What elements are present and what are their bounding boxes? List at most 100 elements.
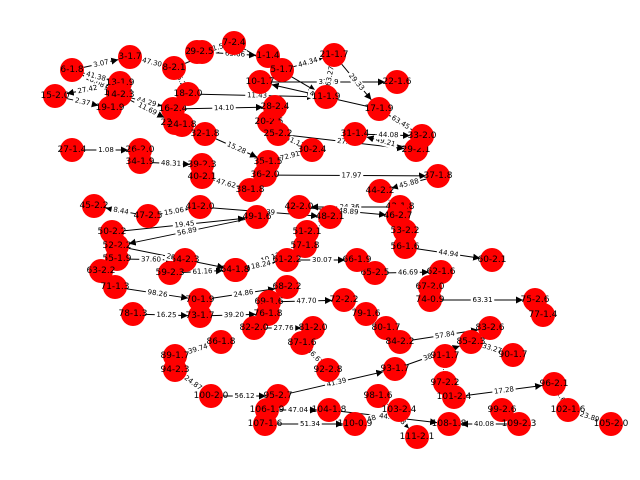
node-circle [366,384,390,408]
node-circle [507,412,531,436]
node-label: 18-2.0 [173,89,202,99]
node-label: 11-1.9 [311,92,340,102]
edge-weight-group: 45.88 [396,176,422,191]
node-circle [393,235,417,259]
node-label: 100-2.0 [194,391,229,401]
node-circle [317,398,341,422]
node-N11: 11-1.9 [311,85,341,109]
node-label: 40-2.1 [187,172,216,182]
node-circle [322,43,346,67]
node-circle [433,344,457,368]
edge-weight-group: 27.42 [75,82,100,97]
node-label: 31-1.4 [340,129,369,139]
node-circle [387,398,411,422]
edge-weight-background [180,372,206,394]
node-circle [128,150,152,174]
node-N98: 98-1.6 [363,384,393,408]
node-N30: 30-2.4 [297,138,327,162]
node-label: 104-1.8 [312,405,347,415]
node-circle [209,330,233,354]
node-label: 62-1.6 [426,267,455,277]
edge-weight-group: 47.70 [294,296,319,306]
edge-weight-background [310,255,334,265]
node-circle [170,113,194,137]
node-label: 94-2.3 [160,365,189,375]
node-circle [405,425,429,449]
edge-weight-group: 30.07 [310,255,334,265]
edge-weight-label: 18.24 [250,259,272,271]
edge-weight-label: 15.06 [163,206,185,217]
node-N48: 48-2.1 [315,205,345,229]
node-label: 22-1.6 [382,77,411,87]
edge-weight-background [436,247,461,260]
node-circle [290,331,314,355]
node-N68: 68-2.2 [272,275,302,299]
node-N73: 73-1.7 [185,304,215,328]
node-label: 51-2.1 [292,227,321,237]
node-label: 53-2.2 [390,226,419,236]
node-N61: 61-2.2 [272,248,302,272]
edge-weight-background [432,328,458,342]
node-label: 98-1.6 [363,391,392,401]
edge-weight-label: 63.45 [390,114,411,131]
edge-weight-group: 44.34 [295,54,321,71]
node-circle [193,122,217,146]
node-label: 34-1.9 [125,157,154,167]
node-N85: 85-2.3 [456,330,486,354]
node-N102: 102-1.6 [551,398,586,422]
node-N79: 79-1.6 [351,302,381,326]
node-label: 13-1.9 [105,78,134,88]
node-label: 44-2.2 [365,186,394,196]
node-N99: 99-2.6 [487,398,517,422]
node-label: 93-1.7 [380,364,409,374]
node-label: 90-1.7 [498,350,527,360]
node-label: 101-2.4 [437,392,472,402]
node-N78: 78-1.3 [118,302,148,326]
node-label: 74-0.9 [415,295,444,305]
node-circle [253,163,277,187]
edge-weight-label: 98.26 [147,288,169,299]
node-label: 75-2.6 [520,295,549,305]
node-circle [190,40,214,64]
edge-weight-background [134,99,161,119]
node-circle [480,248,504,272]
edge-weight-label: 24.36 [339,203,360,211]
node-label: 30-2.4 [297,145,326,155]
edge-weight-label: 42.51 [441,359,449,379]
node-label: 25-2.2 [263,129,292,139]
node-N93: 93-1.7 [380,357,410,381]
node-label: 84-2.2 [385,337,414,347]
node-N92: 92-2.8 [313,358,343,382]
edge-weight-background [248,258,274,272]
node-N34: 34-1.9 [125,150,155,174]
node-circle [60,58,84,82]
node-circle [501,343,525,367]
node-N71: 71-1.3 [100,275,130,299]
node-N60: 60-2.1 [477,248,507,272]
edge-weight-background [470,295,495,305]
edge-weight-background [576,409,603,425]
node-N96: 96-2.1 [539,372,569,396]
edge-weight-background [479,340,505,357]
node-circle [275,275,299,299]
node-label: 26-2.0 [125,145,154,155]
node-label: 59-2.3 [155,268,184,278]
edge-weight-background [295,54,321,71]
node-circle [245,205,269,229]
node-N83: 83-2.6 [475,316,505,340]
edge-weight-group: 51.34 [298,419,322,429]
node-label: 46-2.7 [383,211,412,221]
node-label: 71-1.3 [100,282,129,292]
node-N84: 84-2.2 [385,330,415,354]
node-label: 76-1.8 [253,309,282,319]
edge-weight-group: 63.31 [470,295,495,305]
node-circle [136,204,160,228]
node-label: 61-2.2 [272,255,301,265]
node-label: 99-2.6 [487,405,516,415]
node-label: 68-2.2 [272,282,301,292]
edge-weight-label: 46.69 [398,268,418,276]
node-circle [190,165,214,189]
edge-weight-label: 44.94 [438,248,460,259]
node-N38: 38-1.8 [235,178,265,202]
